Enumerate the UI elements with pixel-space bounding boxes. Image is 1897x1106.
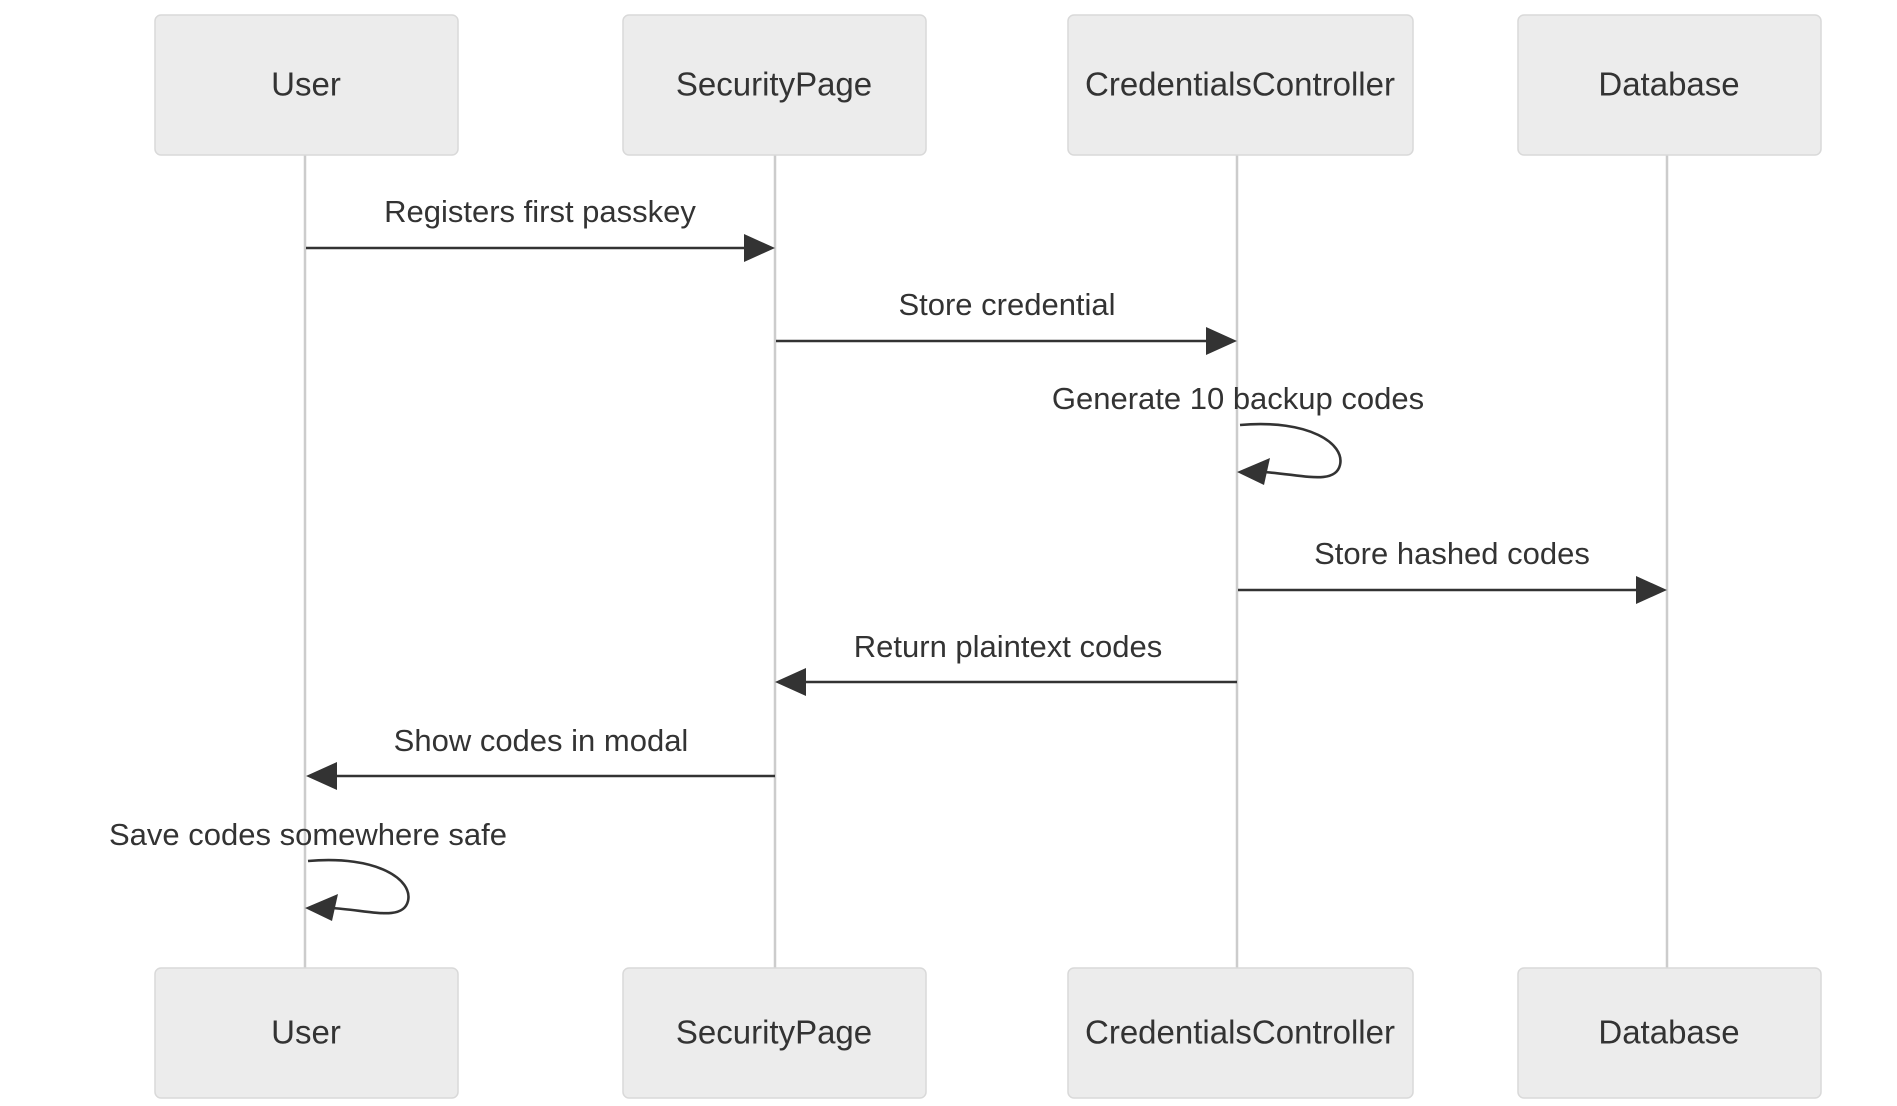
participant-box-securitypage-bottom[interactable]: SecurityPage xyxy=(622,967,927,1099)
message-4-label: Store hashed codes xyxy=(1314,536,1590,571)
participant-label-database-bottom: Database xyxy=(1598,1014,1739,1051)
message-2-label: Store credential xyxy=(898,287,1115,322)
message-7-label: Save codes somewhere safe xyxy=(109,817,507,852)
message-5-arrowhead-icon xyxy=(775,668,806,696)
participant-label-credentialscontroller-bottom: CredentialsController xyxy=(1085,1014,1395,1051)
message-3-generate-10-backup-codes[interactable]: Generate 10 backup codes xyxy=(1052,381,1424,485)
participant-box-database-top[interactable]: Database xyxy=(1517,14,1822,156)
participant-box-credentialscontroller-bottom[interactable]: CredentialsController xyxy=(1067,967,1414,1099)
message-2-arrowhead-icon xyxy=(1206,327,1237,355)
message-3-label: Generate 10 backup codes xyxy=(1052,381,1424,416)
message-4-arrowhead-icon xyxy=(1636,576,1667,604)
message-6-show-codes-in-modal[interactable]: Show codes in modal xyxy=(306,723,775,790)
participant-box-credentialscontroller-top[interactable]: CredentialsController xyxy=(1067,14,1414,156)
participant-label-user-bottom: User xyxy=(271,1014,341,1051)
participant-box-securitypage-top[interactable]: SecurityPage xyxy=(622,14,927,156)
participant-label-credentialscontroller-top: CredentialsController xyxy=(1085,66,1395,103)
message-6-label: Show codes in modal xyxy=(394,723,689,758)
message-5-return-plaintext-codes[interactable]: Return plaintext codes xyxy=(775,629,1237,696)
participant-box-user-top[interactable]: User xyxy=(154,14,459,156)
message-6-arrowhead-icon xyxy=(306,762,337,790)
message-7-arrowhead-icon xyxy=(305,894,338,921)
message-1-registers-first-passkey[interactable]: Registers first passkey xyxy=(306,194,775,262)
message-7-save-codes-somewhere-safe[interactable]: Save codes somewhere safe xyxy=(109,817,507,921)
message-7-self-loop-path xyxy=(307,858,410,915)
message-4-store-hashed-codes[interactable]: Store hashed codes xyxy=(1238,536,1667,604)
message-3-arrowhead-icon xyxy=(1237,458,1270,485)
message-3-self-loop-path xyxy=(1239,422,1342,479)
participant-label-securitypage-top: SecurityPage xyxy=(676,66,872,103)
message-2-store-credential[interactable]: Store credential xyxy=(776,287,1237,355)
participant-label-database-top: Database xyxy=(1598,66,1739,103)
participant-label-user-top: User xyxy=(271,66,341,103)
message-1-label: Registers first passkey xyxy=(384,194,696,229)
participant-label-securitypage-bottom: SecurityPage xyxy=(676,1014,872,1051)
participant-box-database-bottom[interactable]: Database xyxy=(1517,967,1822,1099)
participant-box-user-bottom[interactable]: User xyxy=(154,967,459,1099)
lifelines-layer xyxy=(303,155,1669,968)
message-5-label: Return plaintext codes xyxy=(854,629,1162,664)
message-1-arrowhead-icon xyxy=(744,234,775,262)
